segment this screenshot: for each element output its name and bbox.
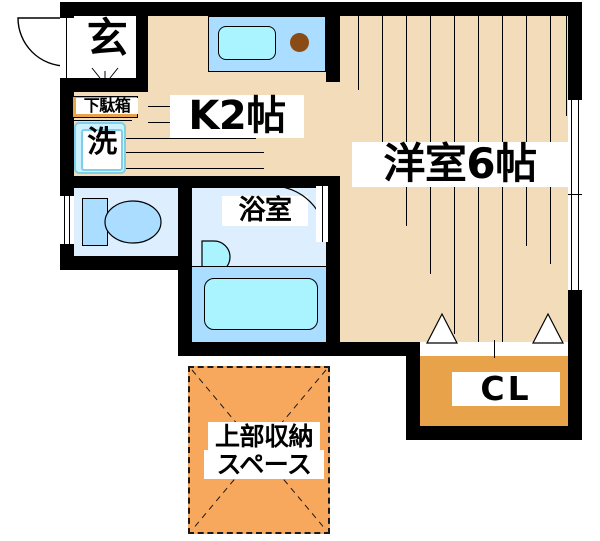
- entrance-step-mark: [78, 67, 132, 80]
- toilet-window: [60, 196, 74, 244]
- wall-toilet-bottom: [60, 256, 192, 270]
- closet-door-marker: [424, 312, 460, 344]
- bathroom-label: 浴室: [222, 196, 308, 226]
- window-mullion: [578, 100, 579, 290]
- room-floor-line: [406, 16, 407, 226]
- kitchen-label: K2帖: [170, 95, 304, 138]
- wall-sink-nub: [326, 14, 340, 82]
- closet-label: CL: [452, 372, 560, 406]
- wall-top: [60, 2, 582, 16]
- window-center-mark: [568, 194, 582, 195]
- wall-bath-bottom: [178, 342, 340, 356]
- entrance-door-opening: [60, 18, 74, 78]
- storage-label-line2: スペース: [204, 450, 324, 479]
- room-floor-line: [550, 16, 551, 264]
- wall-right-lower: [568, 288, 582, 440]
- storage-label-line1: 上部収納: [208, 422, 320, 451]
- stove-burner-icon: [290, 33, 309, 52]
- wall-closet-left: [406, 342, 420, 440]
- shoe-cabinet-label: 下駄箱: [76, 97, 138, 115]
- wall-closet-bottom: [406, 426, 582, 440]
- washing-machine-label: 洗: [87, 125, 117, 160]
- closet-door-marker: [530, 312, 566, 344]
- toilet-window-mullion: [69, 196, 70, 244]
- bathroom-door-jamb: [322, 186, 323, 242]
- washing-machine: [74, 122, 126, 174]
- room-floor-line: [526, 16, 527, 246]
- closet-door-joint: [494, 340, 495, 358]
- kitchen-floor-line: [74, 152, 264, 153]
- kitchen-sink: [218, 26, 276, 60]
- kitchen-floor-line: [74, 168, 264, 169]
- kitchen-floor-line: [74, 120, 132, 121]
- entrance-label: 玄: [78, 17, 136, 60]
- wall-toilet-bath-divider: [178, 176, 192, 268]
- wall-main-room-bottom: [326, 342, 420, 356]
- wall-entrance-right: [136, 14, 148, 86]
- room-floor-line: [358, 16, 359, 90]
- entrance-door-jamb: [66, 18, 67, 78]
- window-mullion: [571, 100, 572, 290]
- room-floor-line: [382, 16, 383, 158]
- wall-kitchen-bottom: [62, 176, 340, 188]
- main-room-label: 洋室6帖: [352, 142, 568, 187]
- kitchen-floor-line: [126, 138, 256, 139]
- wall-right-exterior: [568, 2, 582, 102]
- toilet-door: [66, 180, 178, 190]
- entrance-step-line: [76, 80, 134, 81]
- bathtub-base-line: [192, 266, 326, 267]
- wall-bath-room-divider: [326, 176, 340, 356]
- toilet-window-mullion: [64, 196, 65, 244]
- wall-bath-left: [178, 256, 192, 356]
- entrance-door: [8, 16, 67, 82]
- wall-entrance-bottom: [62, 78, 148, 92]
- bathtub: [204, 278, 318, 330]
- toilet-bowl: [104, 200, 162, 244]
- room-floor-line: [566, 16, 567, 116]
